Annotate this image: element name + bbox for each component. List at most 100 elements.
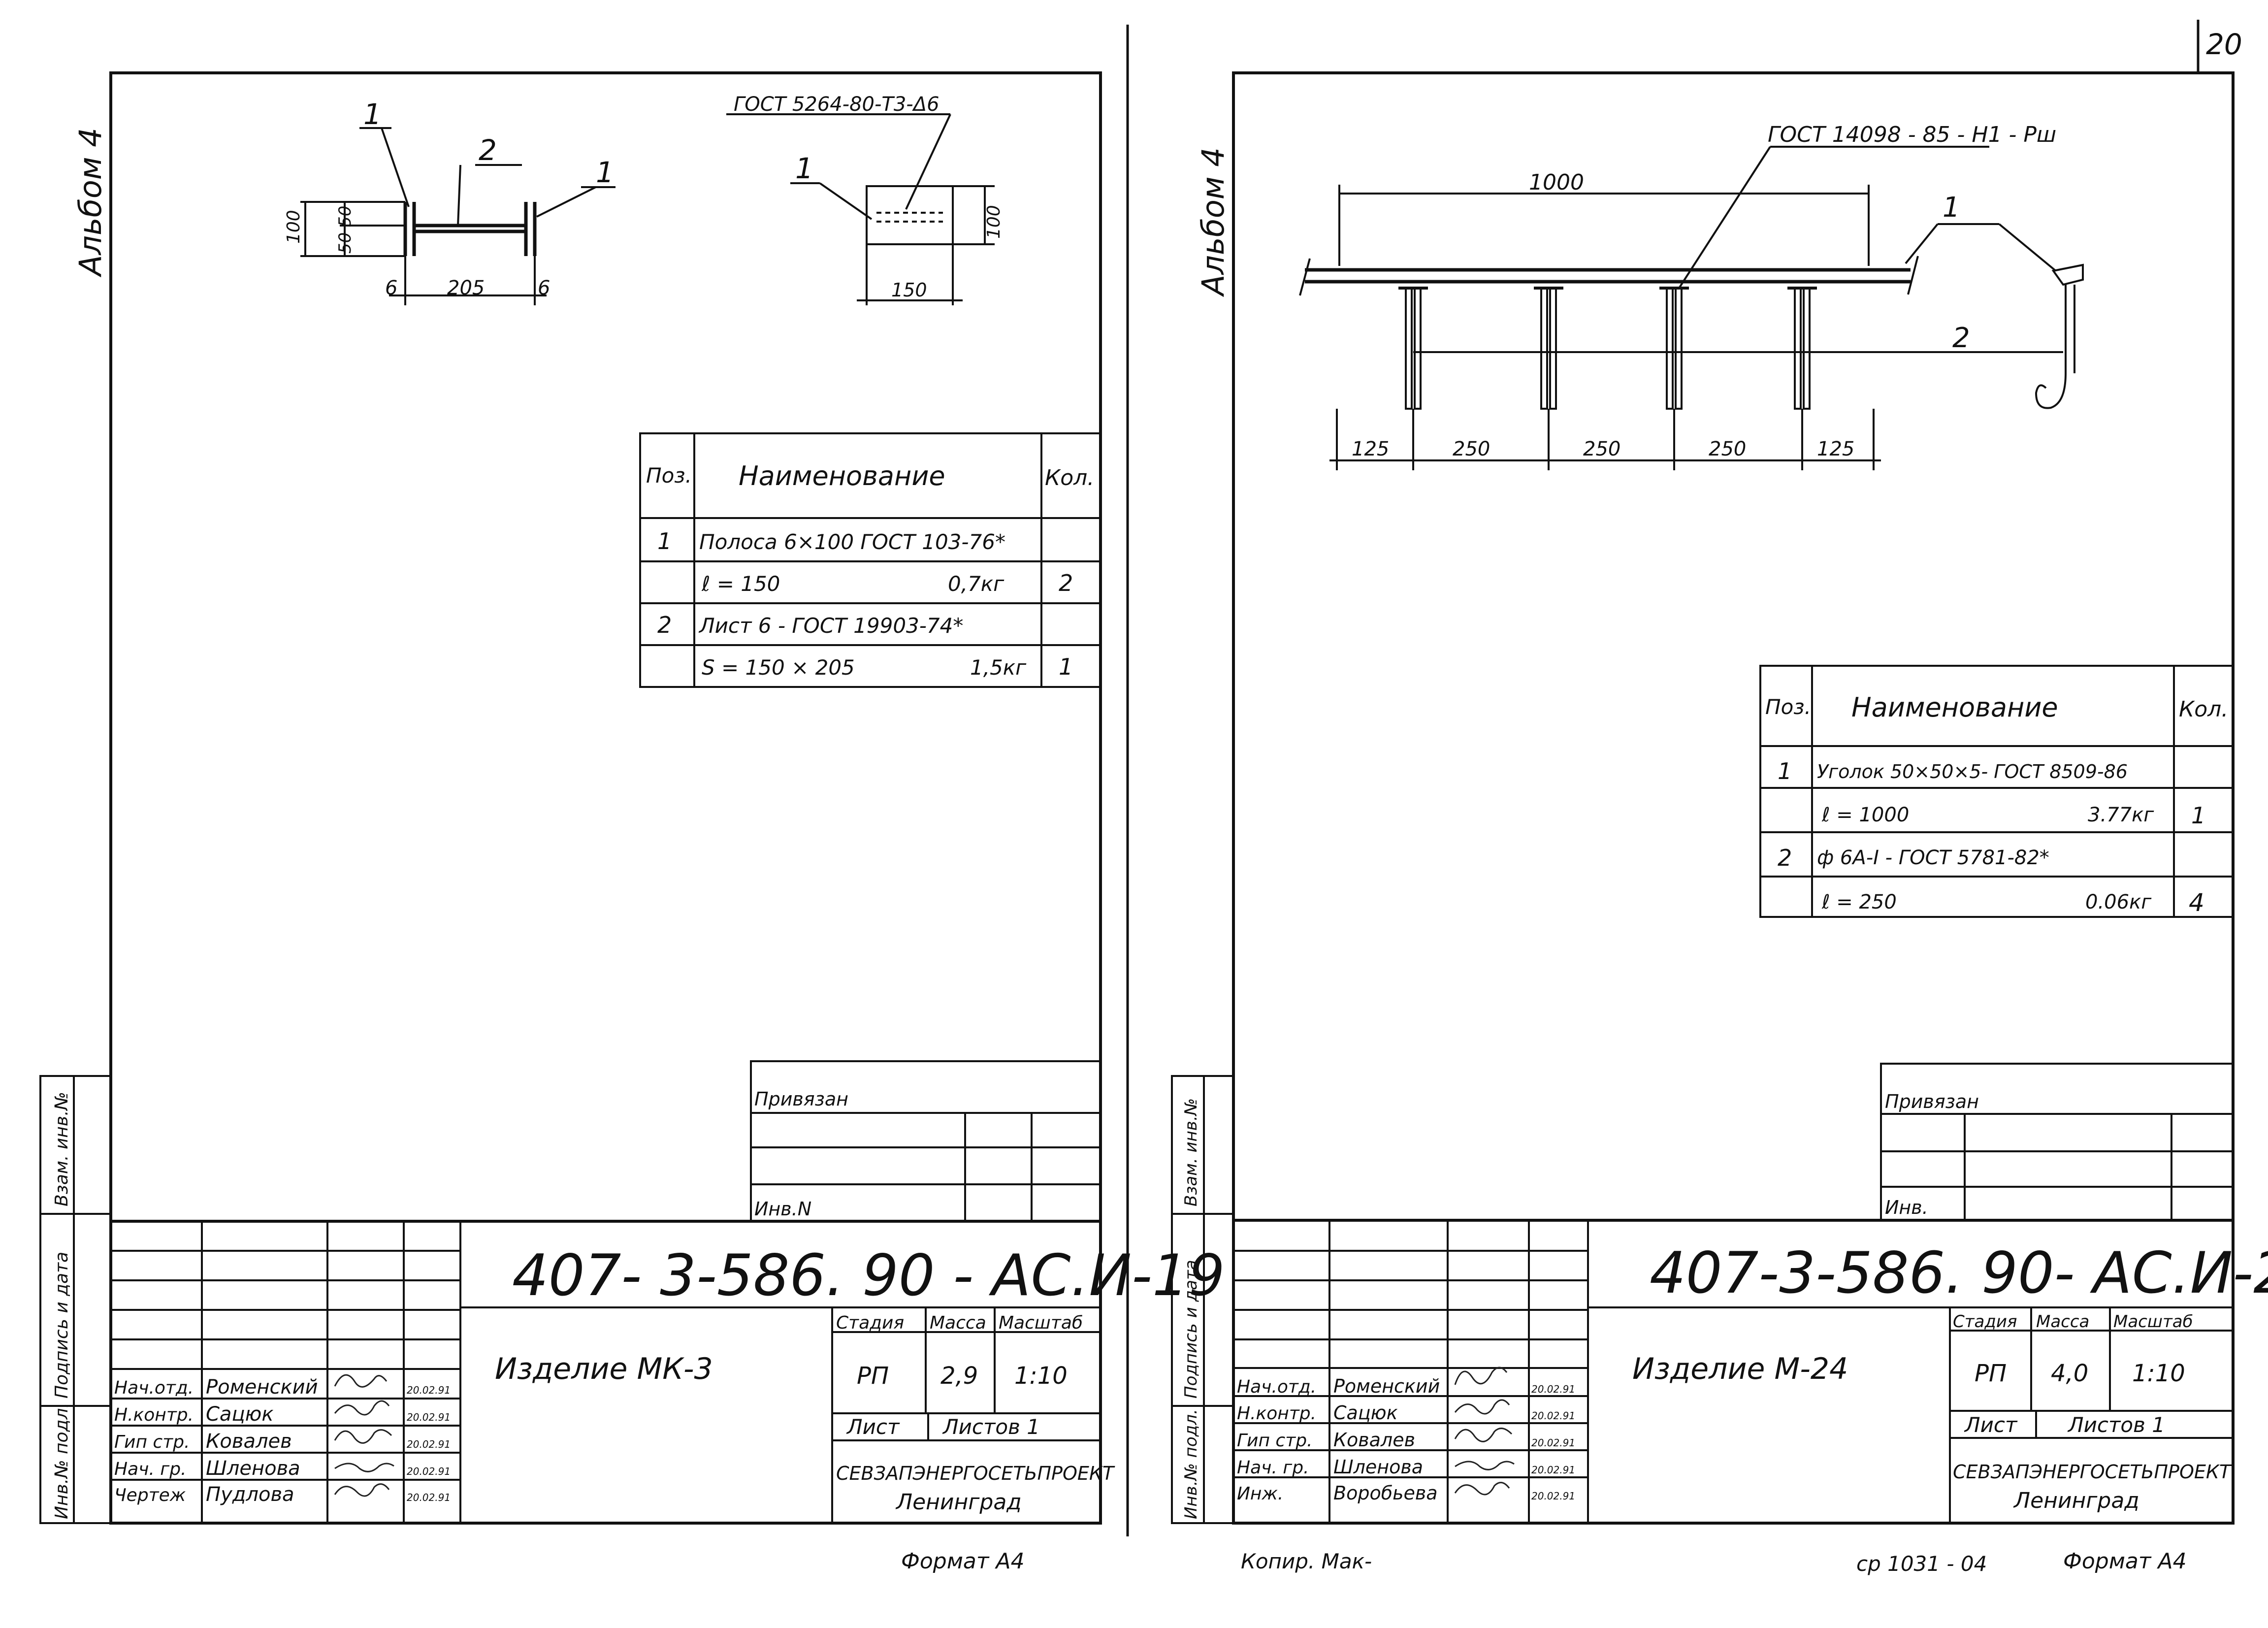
right-dim-1000: 1000 (1529, 170, 1584, 195)
corner-number-text: 20 (2206, 28, 2242, 61)
right-stamp-vzam-inv: Взам. инв.№ (1181, 1098, 1201, 1206)
right-side-album: Альбом 4 (1195, 147, 1231, 297)
right-stage-value: РП (1975, 1360, 2007, 1387)
left-dim-100-right: 100 (984, 205, 1004, 239)
right-spec-r4-name: ℓ = 250 (1821, 891, 1897, 913)
left-signer3-date: 20.02.91 (407, 1438, 451, 1450)
right-signer4-date: 20.02.91 (1531, 1464, 1575, 1476)
left-inv-n: Инв.N (754, 1198, 811, 1220)
right-privyazan: Привязан (1885, 1091, 1979, 1112)
corner-page-number: 20 (2197, 20, 2242, 71)
right-signer2-role: Н.контр. (1237, 1403, 1316, 1424)
right-mass-header: Масса (2036, 1312, 2089, 1332)
left-sheets-label: Листов 1 (942, 1415, 1040, 1439)
right-title-block (1233, 1219, 2233, 1523)
right-spec-r4-mass: 0.06кг (2085, 891, 2152, 913)
right-signer1-role: Нач.отд. (1237, 1377, 1316, 1397)
left-signer1-role: Нач.отд. (114, 1378, 194, 1398)
right-signer3-role: Гип стр. (1237, 1431, 1313, 1451)
left-spec-r4-name: S = 150 × 205 (702, 655, 855, 680)
left-designation: 407- 3-586. 90 - АС.И-19 (512, 1242, 1225, 1309)
right-format: Формат А4 (2063, 1549, 2187, 1574)
right-gost-label: ГОСТ 14098 - 85 - Н1 - Рш (1768, 122, 2056, 147)
left-stamp-inv-podl: Инв.№ подл. (52, 1402, 72, 1519)
right-dim-250c: 250 (1709, 438, 1746, 460)
left-title-block (111, 1220, 1101, 1523)
left-spec-r4-mass: 1,5кг (970, 655, 1027, 680)
left-spec-header-pos: Поз. (646, 463, 692, 488)
right-sheet-label: Лист (1964, 1413, 2018, 1437)
right-spec-r2-qty: 1 (2191, 802, 2205, 829)
left-sheet-frame (109, 71, 1102, 1525)
right-signer2-name: Сацюк (1333, 1402, 1398, 1424)
left-sheet-texts: Альбом 4 Взам. инв.№ Подпись и дата Инв.… (52, 93, 1225, 1574)
left-callout-2: 2 (479, 133, 497, 167)
left-spec-r2-mass: 0,7кг (948, 572, 1004, 596)
right-signer1-date: 20.02.91 (1531, 1383, 1575, 1395)
left-signer4-name: Шленова (206, 1457, 300, 1480)
left-privyazan-block (750, 1060, 1102, 1222)
left-dim-6a: 6 (385, 277, 397, 299)
left-spec-r1-name: Полоса 6×100 ГОСТ 103-76* (699, 530, 1005, 554)
right-scale-header: Масштаб (2113, 1312, 2193, 1332)
right-stamp-inv-podl: Инв.№ подл. (1181, 1409, 1201, 1519)
right-stage-header: Стадия (1953, 1312, 2017, 1332)
right-dim-125a: 125 (1352, 438, 1389, 460)
left-signatures (334, 1374, 394, 1497)
left-spec-r2-name: ℓ = 150 (701, 572, 780, 596)
left-side-album: Альбом 4 (72, 128, 108, 278)
left-signer1-name: Роменский (206, 1376, 318, 1399)
left-gost-label: ГОСТ 5264-80-Т3-Δ6 (734, 93, 940, 116)
left-mass-value: 2,9 (940, 1362, 978, 1390)
right-spec-header-name: Наименование (1851, 692, 2058, 723)
right-callout-1: 1 (1943, 192, 1960, 224)
right-privyazan-block (1880, 1063, 2234, 1221)
left-spec-r1-pos: 1 (657, 528, 672, 554)
right-mass-value: 4,0 (2051, 1360, 2088, 1387)
right-title: Изделие М-24 (1632, 1352, 1848, 1386)
left-dim-50-50: 50 50 (335, 206, 355, 254)
left-scale-value: 1:10 (1014, 1362, 1068, 1390)
left-signer2-date: 20.02.91 (407, 1411, 451, 1423)
right-spec-r3-name: ф 6А-I - ГОСТ 5781-82* (1817, 847, 2049, 869)
right-copied-by: Копир. Мак- (1241, 1549, 1372, 1573)
left-section-drawing (300, 113, 995, 305)
left-stamp-podpis-data: Подпись и дата (52, 1252, 72, 1399)
right-angle-drawing (1299, 146, 2084, 470)
right-signer1-name: Роменский (1333, 1375, 1440, 1397)
right-designation: 407-3-586. 90- АС.И-20 (1650, 1240, 2268, 1306)
left-dim-205: 205 (447, 277, 485, 299)
left-spec-r4-qty: 1 (1059, 653, 1073, 680)
right-signer5-name: Воробьева (1333, 1482, 1438, 1504)
left-dim-150: 150 (891, 279, 927, 301)
right-signer3-name: Ковалев (1333, 1429, 1415, 1451)
right-scale-value: 1:10 (2132, 1360, 2185, 1387)
right-callout-2: 2 (1952, 322, 1970, 354)
left-dim-6b: 6 (538, 277, 550, 299)
left-scale-header: Масштаб (999, 1313, 1083, 1333)
right-dim-250b: 250 (1583, 438, 1620, 460)
left-sheet-label: Лист (846, 1415, 900, 1439)
left-org: СЕВЗАПЭНЕРГОСЕТЬПРОЕКТ (836, 1463, 1115, 1484)
left-title: Изделие МК-3 (495, 1352, 713, 1386)
left-privyazan: Привязан (754, 1088, 848, 1110)
left-signer5-role: Чертеж (114, 1485, 186, 1505)
right-spec-header-pos: Поз. (1765, 695, 1811, 719)
right-stamp-podpis-data: Подпись и дата (1181, 1260, 1201, 1399)
left-format: Формат А4 (901, 1549, 1025, 1574)
left-spec-r3-pos: 2 (657, 612, 672, 638)
right-dim-250a: 250 (1453, 438, 1490, 460)
left-stage-value: РП (857, 1362, 889, 1390)
right-spec-r1-pos: 1 (1778, 758, 1792, 784)
right-spec-r2-mass: 3.77кг (2088, 804, 2154, 826)
right-margin-stamp (1171, 1075, 1234, 1524)
right-city: Ленинград (2013, 1488, 2139, 1513)
right-inv-n: Инв. (1885, 1197, 1928, 1218)
right-signer4-name: Шленова (1333, 1456, 1423, 1478)
left-signer3-role: Гип стр. (114, 1432, 190, 1452)
right-sheet-texts: Альбом 4 Взам. инв.№ Подпись и дата Инв.… (1181, 122, 2268, 1576)
left-stamp-vzam-inv: Взам. инв.№ (52, 1092, 72, 1206)
left-signer3-name: Ковалев (206, 1430, 292, 1453)
